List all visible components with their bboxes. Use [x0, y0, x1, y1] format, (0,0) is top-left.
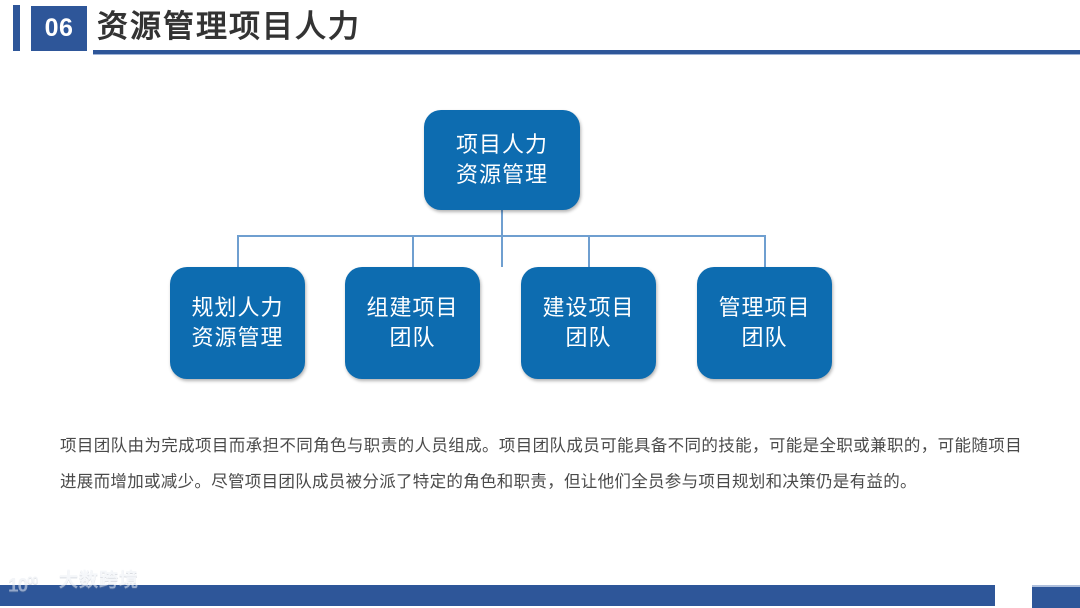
- footer-bar: [0, 585, 995, 606]
- diagram-node-child-1[interactable]: 规划人力 资源管理: [170, 267, 305, 379]
- connector-root-stem: [501, 210, 503, 267]
- body-paragraph: 项目团队由为完成项目而承担不同角色与职责的人员组成。项目团队成员可能具备不同的技…: [60, 437, 1022, 491]
- title-underline-rule: [93, 50, 1080, 55]
- diagram-node-child-4[interactable]: 管理项目 团队: [697, 267, 832, 379]
- diagram-node-child-2-label: 组建项目 团队: [366, 295, 459, 350]
- diagram-node-child-2[interactable]: 组建项目 团队: [345, 267, 480, 379]
- slide-number-badge: 06: [31, 6, 87, 51]
- diagram-node-child-1-label: 规划人力 资源管理: [191, 295, 284, 350]
- connector-drop-1: [237, 235, 239, 267]
- connector-drop-2: [412, 235, 414, 267]
- connector-horizontal-bus: [237, 235, 766, 237]
- org-chart-diagram: 项目人力 资源管理 规划人力 资源管理 组建项目 团队 建设项目 团队 管理项目…: [0, 62, 1080, 412]
- page-title: 资源管理项目人力: [97, 9, 361, 44]
- footer-bar-end-segment: [1032, 585, 1080, 608]
- diagram-node-child-3[interactable]: 建设项目 团队: [521, 267, 656, 379]
- connector-drop-3: [588, 235, 590, 267]
- header-accent-bar: [13, 5, 20, 51]
- connector-drop-4: [764, 235, 766, 267]
- slide-header: 06 资源管理项目人力: [0, 0, 1080, 62]
- diagram-node-root-label: 项目人力 资源管理: [455, 132, 548, 187]
- diagram-node-child-3-label: 建设项目 团队: [542, 295, 635, 350]
- diagram-node-child-4-label: 管理项目 团队: [718, 295, 811, 350]
- diagram-node-root[interactable]: 项目人力 资源管理: [424, 110, 580, 210]
